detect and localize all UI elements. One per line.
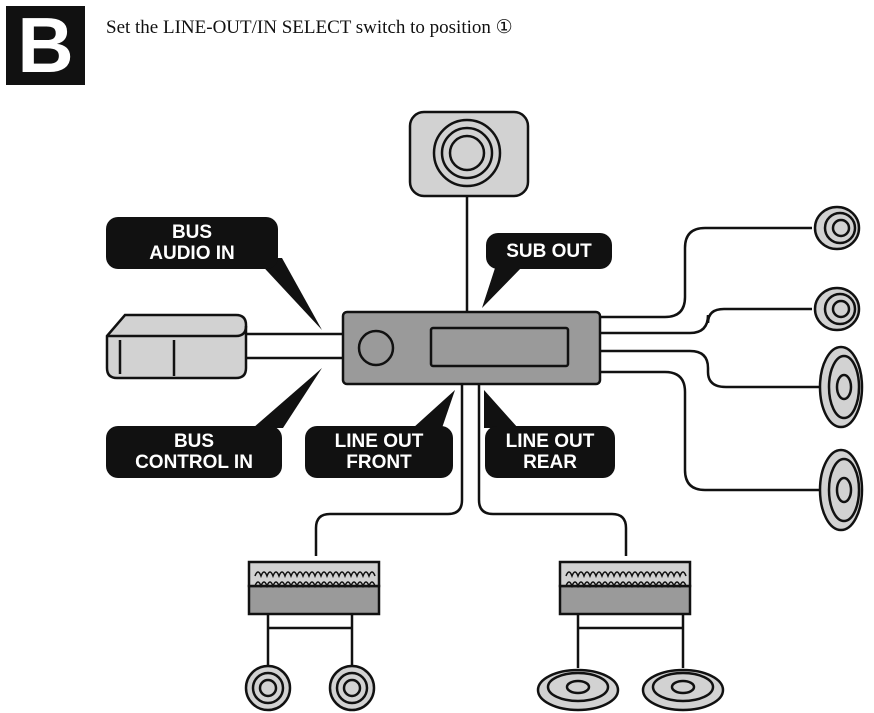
line-out-front-pointer (413, 390, 455, 428)
line-out-front-cable (314, 384, 464, 556)
label-line-out-front: LINE OUT FRONT (305, 426, 453, 478)
oval-speaker-icon (818, 345, 864, 429)
tweeter-icon (813, 205, 861, 251)
speaker-cable-2 (600, 307, 812, 335)
label-bus-audio-in: BUS AUDIO IN (106, 217, 278, 269)
sub-out-pointer (482, 265, 524, 308)
line-out-rear-cable (477, 384, 628, 556)
label-sub-out: SUB OUT (486, 233, 612, 269)
label-line: FRONT (346, 452, 412, 473)
cd-changer-icon (105, 313, 248, 380)
instruction-text: Set the LINE-OUT/IN SELECT switch to pos… (106, 17, 513, 38)
label-line: CONTROL IN (135, 452, 253, 473)
section-letter-badge: B (6, 6, 85, 85)
label-bus-control-in: BUS CONTROL IN (106, 426, 282, 478)
head-unit-icon (341, 310, 602, 386)
speaker-cable-1 (600, 226, 812, 319)
subwoofer-icon (408, 110, 530, 198)
oval-speaker-icon (536, 668, 620, 712)
speaker-cable-3 (600, 349, 820, 389)
amplifier-icon (247, 560, 381, 616)
label-line-out-rear: LINE OUT REAR (485, 426, 615, 478)
bus-audio-pointer (255, 258, 322, 330)
speaker-cable-4 (600, 370, 820, 492)
tweeter-icon (813, 286, 861, 332)
bus-control-pointer (253, 368, 322, 428)
amplifier-icon (558, 560, 692, 616)
line-out-rear-pointer (484, 390, 518, 428)
oval-speaker-icon (818, 448, 864, 532)
label-line: BUS (173, 431, 215, 452)
oval-speaker-icon (641, 668, 725, 712)
label-line: SUB OUT (506, 240, 592, 262)
tweeter-icon (244, 664, 292, 712)
label-line: LINE OUT (505, 431, 595, 452)
label-line: REAR (523, 452, 577, 473)
label-line: BUS (171, 222, 213, 243)
label-line: AUDIO IN (149, 243, 235, 264)
tweeter-icon (328, 664, 376, 712)
label-line: LINE OUT (334, 431, 424, 452)
